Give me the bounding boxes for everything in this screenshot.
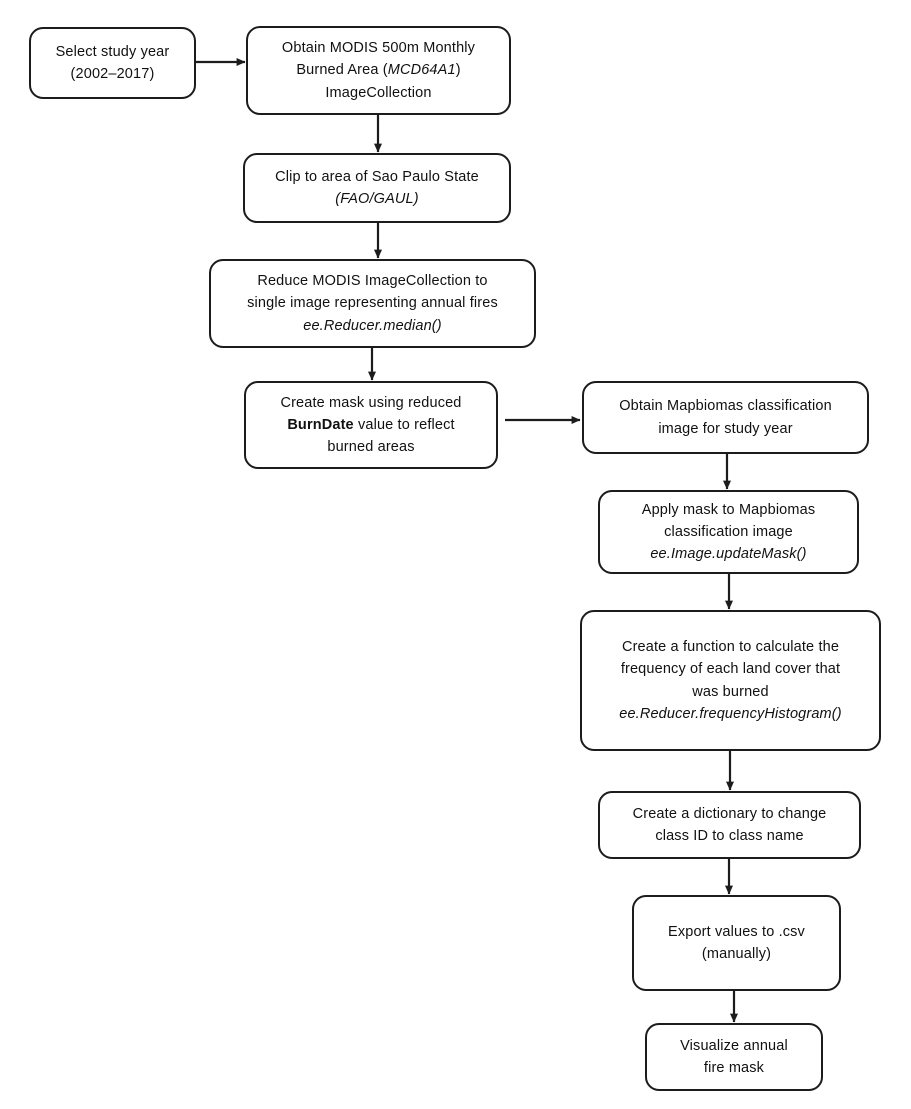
node-label: Export values to .csv(manually) xyxy=(668,923,805,962)
node-clip-sao-paulo[interactable]: Clip to area of Sao Paulo State(FAO/GAUL… xyxy=(243,153,511,223)
node-export-csv[interactable]: Export values to .csv(manually) xyxy=(632,895,841,991)
node-select-study-year[interactable]: Select study year(2002–2017) xyxy=(29,27,196,99)
node-label: Select study year(2002–2017) xyxy=(55,43,170,82)
node-label: Clip to area of Sao Paulo State(FAO/GAUL… xyxy=(275,168,479,207)
